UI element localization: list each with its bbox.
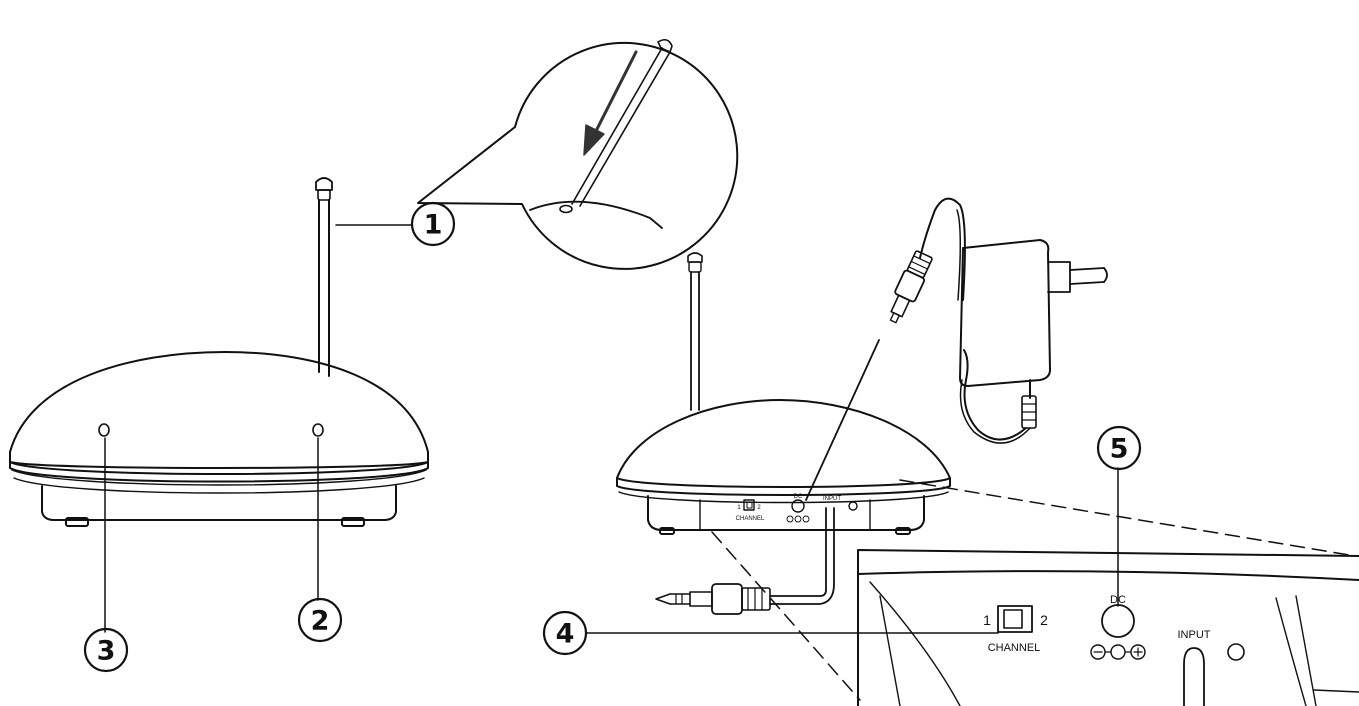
callout-circle-5 xyxy=(1096,425,1142,471)
small-switch-label-2: 2 xyxy=(757,505,761,511)
antenna-rear xyxy=(687,252,703,411)
small-channel-switch xyxy=(743,499,755,511)
antenna-front xyxy=(315,177,333,377)
callout-1: 1 xyxy=(424,210,443,241)
led-2 xyxy=(312,423,324,437)
switch-label-1: 1 xyxy=(983,612,991,628)
audio-jack xyxy=(655,583,771,615)
switch-label-2: 2 xyxy=(1040,612,1048,628)
dc-jack xyxy=(1101,604,1135,638)
power-adapter xyxy=(805,197,1108,501)
input-cable-closeup xyxy=(1183,647,1205,706)
callout-circle-3 xyxy=(83,627,129,673)
callout-circle-2 xyxy=(297,597,343,643)
rear-panel-closeup xyxy=(857,549,1359,706)
input-label: INPUT xyxy=(1178,629,1211,641)
dc-label: DC xyxy=(1110,594,1126,606)
led-3 xyxy=(98,423,110,437)
callout-circle-1 xyxy=(410,201,456,247)
small-dc-jack xyxy=(791,499,805,513)
callout-3: 3 xyxy=(97,636,116,667)
channel-switch xyxy=(997,605,1033,633)
dome-front xyxy=(9,351,429,453)
callout-2: 2 xyxy=(311,606,330,637)
channel-label: CHANNEL xyxy=(988,642,1041,654)
antenna-detail-bubble xyxy=(417,38,739,270)
small-input-label: INPUT xyxy=(823,496,841,502)
callout-4: 4 xyxy=(556,619,575,650)
small-switch-label-1: 1 xyxy=(737,505,741,511)
small-channel-label: CHANNEL xyxy=(736,516,765,522)
callout-circle-4 xyxy=(542,610,588,656)
front-view-device xyxy=(9,177,429,527)
small-dc-label: DC xyxy=(794,494,803,500)
rear-view-device xyxy=(616,252,951,615)
callout-5: 5 xyxy=(1110,434,1129,465)
